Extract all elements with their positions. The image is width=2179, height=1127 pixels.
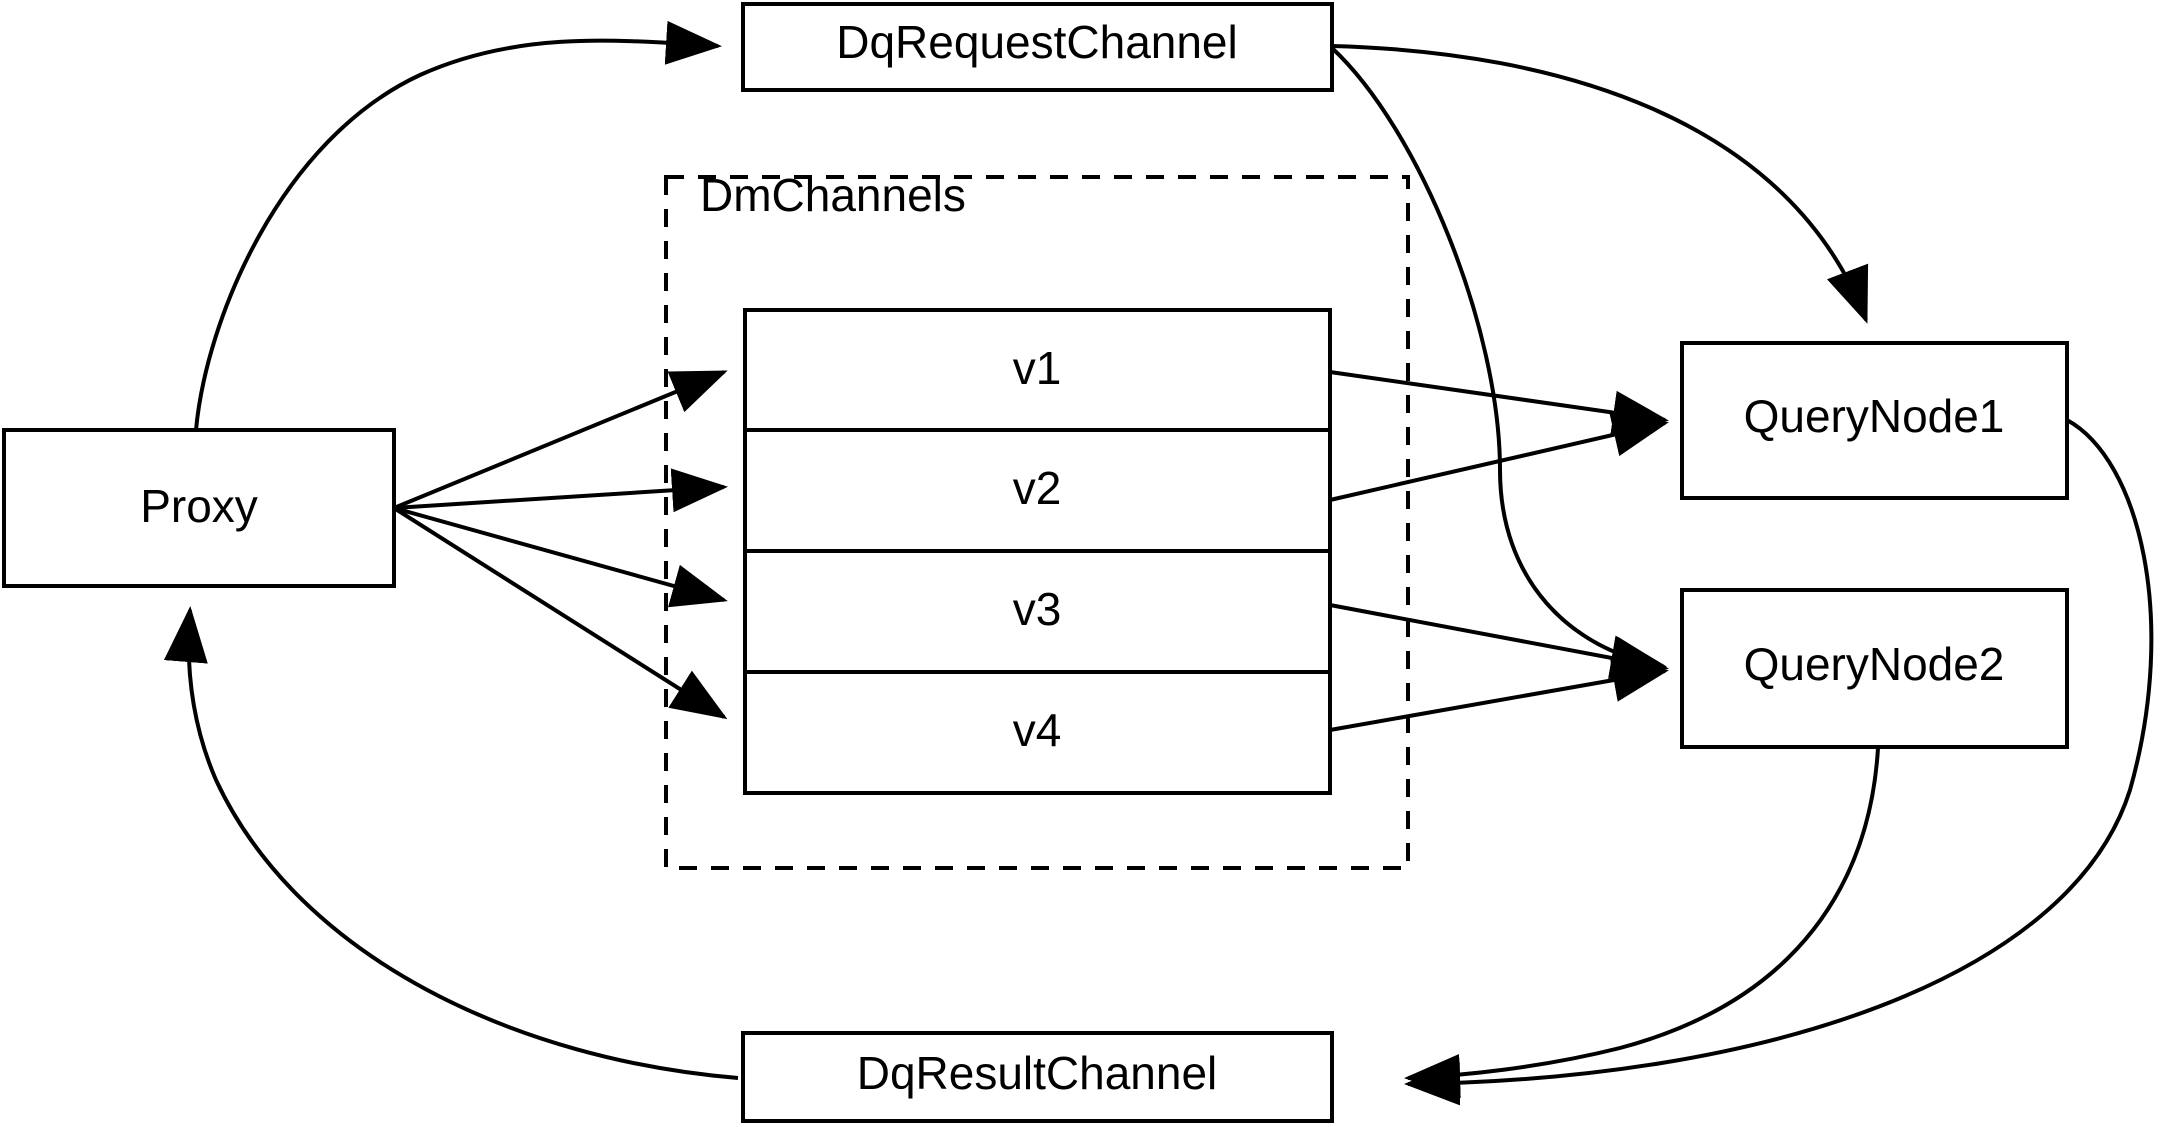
- dqresultchannel-label: DqResultChannel: [857, 1047, 1218, 1099]
- querynode1-label: QueryNode1: [1744, 390, 2005, 442]
- dqrequestchannel-box[interactable]: [741, 2, 1334, 92]
- edge-dqrequestchannel-to-querynode1: [1331, 44, 1869, 324]
- channel-label-v2: v2: [1013, 462, 1062, 514]
- proxy-box[interactable]: [2, 428, 396, 588]
- dqrequestchannel-label: DqRequestChannel: [836, 16, 1238, 68]
- edge-v4-to-querynode2: [1329, 658, 1669, 732]
- channel-label-v1: v1: [1013, 342, 1062, 394]
- querynode2-box[interactable]: [1680, 588, 2069, 749]
- edge-proxy-to-v4: [392, 506, 728, 720]
- querynode1-box[interactable]: [1680, 341, 2069, 500]
- edge-dqrequestchannel-to-querynode2: [1330, 46, 1667, 679]
- edge-querynode1-to-dqresultchannel: [1404, 418, 2154, 1106]
- dqresultchannel-box[interactable]: [741, 1031, 1334, 1123]
- edge-proxy-to-v3: [393, 506, 728, 608]
- proxy-label: Proxy: [140, 480, 258, 532]
- edge-v1-to-querynode1: [1329, 370, 1669, 435]
- dmchannels-group-label: DmChannels: [700, 169, 966, 221]
- edge-proxy-to-v2: [393, 468, 728, 513]
- edge-proxy-to-dqrequestchannel: [194, 20, 722, 431]
- querynode2-label: QueryNode2: [1744, 638, 2005, 690]
- channel-label-v4: v4: [1013, 704, 1062, 756]
- channel-label-v3: v3: [1013, 583, 1062, 635]
- edge-querynode2-to-dqresultchannel: [1404, 747, 1880, 1098]
- edge-v2-to-querynode1: [1329, 413, 1669, 502]
- dmchannels-group-box: [664, 175, 1410, 870]
- edge-proxy-to-v1: [393, 370, 728, 510]
- edge-v3-to-querynode2: [1329, 603, 1669, 681]
- edge-dqresultchannel-to-proxy: [163, 606, 739, 1080]
